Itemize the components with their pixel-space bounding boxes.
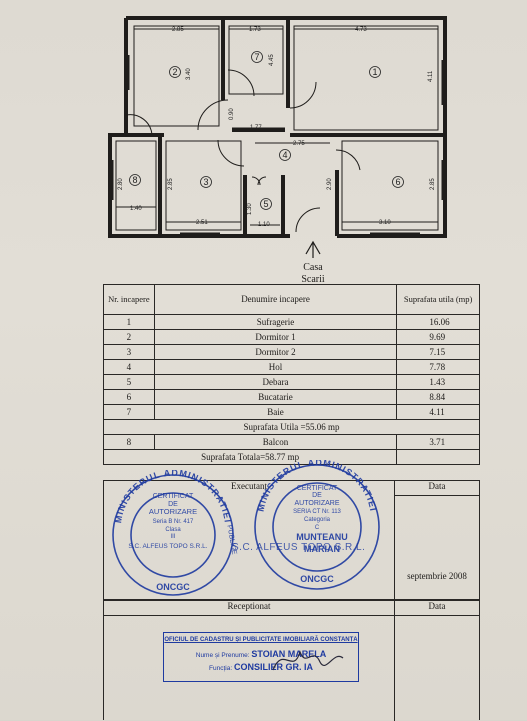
svg-text:AUTORIZARE: AUTORIZARE [149,507,197,516]
rooms-table: Nr. incapere Denumire incapere Suprafata… [102,284,480,465]
stamp-left: MINISTERUL ADMINISTRATIEI CERTIFICAT DE … [112,470,238,596]
dim-label: 3.10 [379,220,391,226]
entrance-label: Casa Scarii [301,262,325,285]
date-value: septembrie 2008 [407,571,467,581]
overlap-company: S.C. ALFEUS TOPO S.R.L. [232,542,366,553]
dim-label: 2.80 [118,178,124,190]
svg-text:SERIA CT Nr. 113: SERIA CT Nr. 113 [293,509,341,515]
useful-area-row: Suprafata Utila =55.06 mp [103,419,480,435]
svg-text:III: III [170,534,175,540]
dim-label: 4.45 [269,54,275,66]
room-number: 1 [372,67,377,77]
floor-plan: 2.85 1.73 4.73 3.40 4.45 4.11 0.90 1.77 … [108,16,447,258]
svg-text:CERTIFICAT: CERTIFICAT [297,485,338,492]
svg-text:Categoria: Categoria [304,517,331,523]
svg-text:Clasa: Clasa [165,527,181,533]
table-header-row: Nr. incapere Denumire incapere Suprafata… [103,284,480,315]
executant-section: Executant Data septembrie 2008 [103,480,480,600]
room-number: 6 [395,177,400,187]
signature-mark [272,650,344,671]
dim-label: 2.85 [168,178,174,190]
svg-text:ONCGC: ONCGC [300,574,334,584]
svg-text:S.C. ALFEUS TOPO S.R.L.: S.C. ALFEUS TOPO S.R.L. [128,543,207,550]
dim-label: 1.73 [249,27,261,33]
room-number: 2 [172,67,177,77]
room-number: 5 [263,199,268,209]
dim-label: 1.40 [130,206,142,212]
dim-label: 1.77 [250,125,262,131]
dim-label: 4.11 [428,70,434,82]
header-name: Denumire incapere [153,284,398,315]
svg-text:MUNTEANU: MUNTEANU [296,532,348,542]
room-number: 3 [203,177,208,187]
data-label: Data [394,481,480,496]
dim-label: 1.10 [258,222,270,228]
dim-label: 2.90 [327,178,333,190]
dim-label: 2.85 [172,27,184,33]
svg-text:CERTIFICAT: CERTIFICAT [153,493,194,500]
data-label-2: Data [394,601,480,616]
executant-label: Executant [231,481,267,491]
room-number: 8 [132,175,137,185]
room-number: 4 [282,150,287,160]
svg-text:DE: DE [168,501,178,508]
dim-label: 3.40 [186,68,192,80]
dim-label: 1.30 [247,203,253,215]
receptionat-label: Receptionat [104,601,394,616]
entrance-arrow-icon [305,240,321,258]
header-nr: Nr. incapere [103,284,155,315]
room-number: 7 [254,52,259,62]
header-area: Suprafata utila (mp) [396,284,480,315]
svg-text:ONCGC: ONCGC [156,582,190,592]
receptionat-section: Receptionat Data [103,600,480,721]
stamp-right: MINISTERUL ADMINISTRATIEI CERTIFICAT DE … [254,460,380,590]
office-stamp: OFICIUL DE CADASTRU ȘI PUBLICITATE IMOBI… [163,632,359,682]
svg-text:DE: DE [312,492,322,499]
dim-label: 2.51 [196,220,208,226]
dim-label: 4.73 [355,27,367,33]
dim-label: 0.90 [229,108,235,120]
total-area-row: Suprafata Totala=58.77 mp [102,449,480,465]
dim-label: 2.75 [293,141,305,147]
svg-text:MARIAN: MARIAN [304,544,340,554]
svg-text:Seria B Nr. 417: Seria B Nr. 417 [153,519,194,525]
dim-label: 2.85 [430,178,436,190]
svg-text:AUTORIZARE: AUTORIZARE [295,500,340,507]
svg-text:C: C [315,525,320,531]
